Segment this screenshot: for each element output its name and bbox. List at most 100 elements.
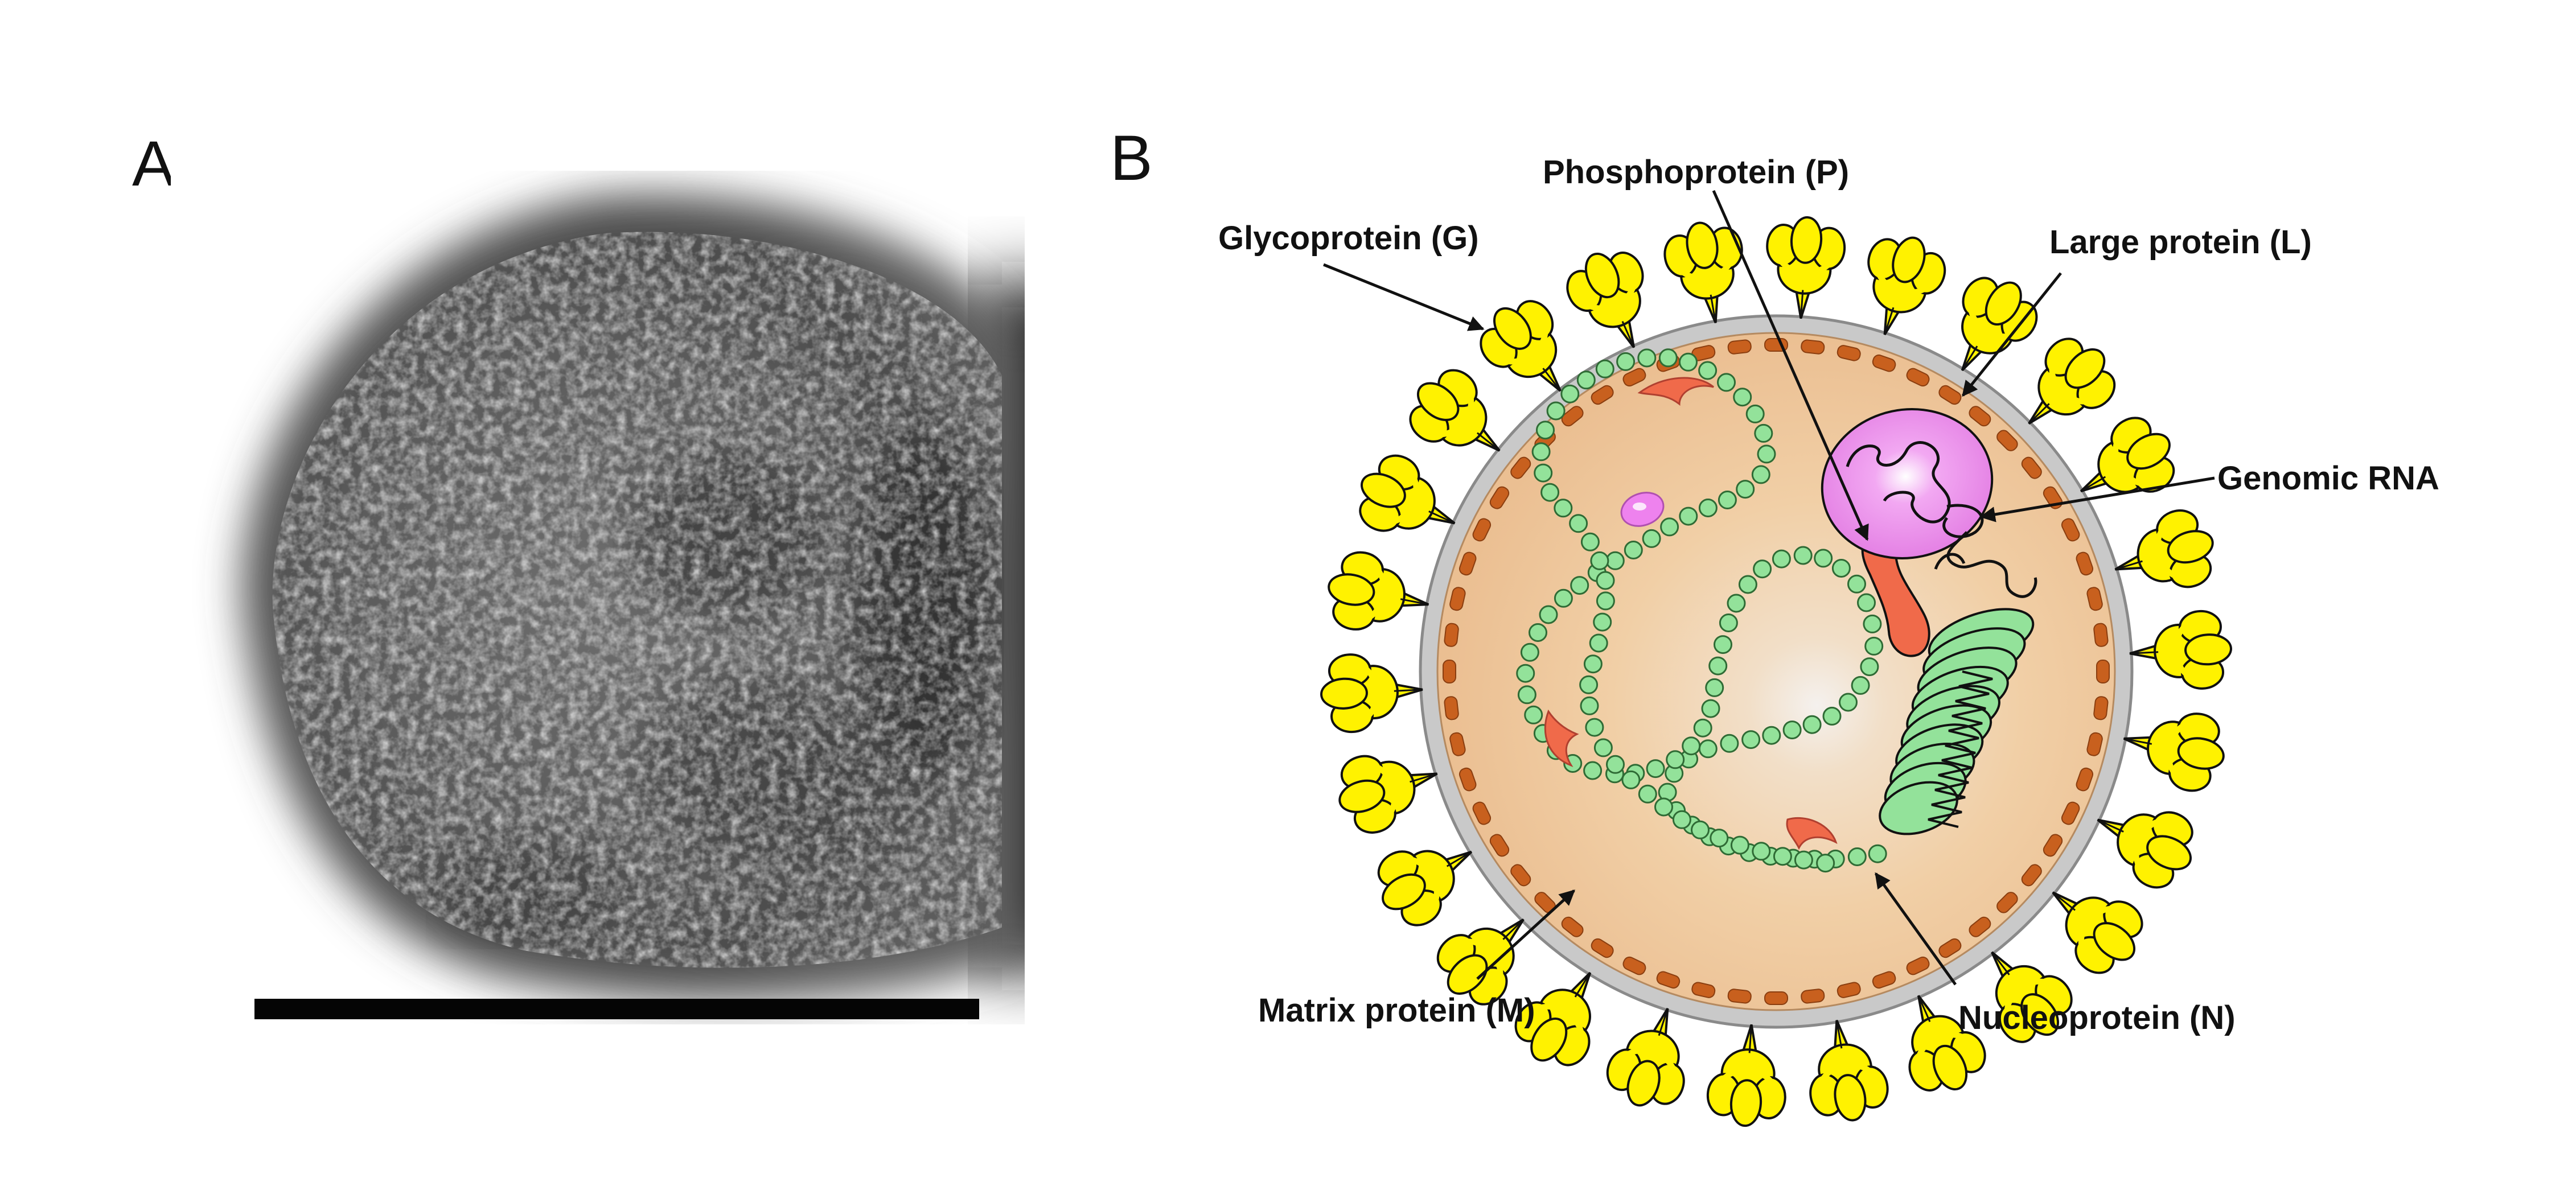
matrix-protein-segment: [1444, 623, 1459, 647]
nucleoprotein-bead: [1593, 738, 1613, 757]
nucleoprotein-bead: [1863, 614, 1882, 633]
matrix-protein-segment: [2061, 801, 2080, 825]
nucleoprotein-bead: [1701, 699, 1720, 718]
nucleoprotein-bead: [1752, 842, 1771, 861]
matrix-protein-segment: [2076, 551, 2094, 576]
matrix-protein-segment: [1449, 732, 1466, 756]
nucleoprotein-bead: [1638, 784, 1657, 804]
matrix-protein-segment: [1969, 406, 1991, 427]
nucleoprotein-bead: [1637, 348, 1657, 368]
nucleoprotein-bead: [1560, 384, 1580, 403]
matrix-protein-segment: [1872, 354, 1896, 372]
nucleoprotein-bead: [1847, 574, 1866, 594]
nucleoprotein-bead: [1802, 715, 1822, 734]
nucleoprotein-bead: [1583, 654, 1603, 674]
nucleoprotein-bead: [1794, 850, 1813, 870]
nucleoprotein-bead: [1736, 480, 1755, 499]
matrix-protein-segment: [2096, 660, 2110, 683]
matrix-protein-segment: [1996, 430, 2018, 451]
nucleoprotein-bead: [1682, 736, 1701, 756]
matrix-protein-segment: [2021, 864, 2042, 887]
nucleoprotein-bead: [1585, 718, 1604, 737]
nucleoprotein-bead: [1782, 720, 1802, 740]
nucleoprotein-bead: [1595, 359, 1614, 378]
nucleoprotein-bead: [1733, 388, 1752, 407]
glycoprotein-spike: [1762, 215, 1847, 321]
nucleoprotein-bead: [1718, 491, 1737, 509]
nucleoprotein-bead: [1679, 506, 1698, 526]
nucleoprotein-bead: [1524, 705, 1543, 724]
nucleoprotein-bead: [1517, 685, 1536, 705]
nucleoprotein-bead: [1730, 835, 1749, 855]
matrix-protein-segment: [1472, 801, 1492, 825]
label-large-protein: Large protein (L): [2049, 224, 2312, 261]
nucleoprotein-bead: [1679, 352, 1698, 372]
glycoprotein-spike: [2117, 701, 2231, 796]
nucleoprotein-bead: [1583, 761, 1603, 780]
nucleoprotein-bead: [1814, 549, 1833, 568]
matrix-protein-segment: [1622, 956, 1646, 975]
nucleoprotein-bead: [1531, 442, 1551, 462]
nucleoprotein-bead: [1593, 612, 1612, 632]
label-glycoprotein: Glycoprotein (G): [1218, 220, 1479, 257]
matrix-protein-segment: [1691, 982, 1716, 998]
nucleoprotein-bead: [1773, 847, 1792, 866]
nucleoprotein-beads: [1516, 348, 1887, 873]
nucleoprotein-bead: [1672, 810, 1691, 829]
matrix-protein-segment: [1837, 982, 1861, 998]
matrix-protein-segment: [2093, 623, 2109, 647]
nucleoprotein-bead: [1698, 739, 1718, 759]
nucleoprotein-bead: [1754, 423, 1773, 443]
glycoprotein-spike: [1798, 1014, 1892, 1127]
nucleoprotein-bead: [1717, 373, 1736, 392]
protein-fragments: [1544, 377, 1838, 850]
matrix-protein-segment: [2043, 834, 2063, 857]
matrix-protein-segment: [1801, 339, 1825, 355]
nucleoprotein-bead: [1520, 643, 1539, 662]
matrix-protein-segment: [1906, 956, 1930, 975]
matrix-protein-segment: [1489, 486, 1510, 509]
nucleoprotein-bead: [1691, 820, 1710, 839]
nucleoprotein-bead: [1589, 633, 1608, 653]
label-phosphoprotein: Phosphoprotein (P): [1543, 154, 1849, 191]
nucleoprotein-bead: [1847, 847, 1867, 866]
large-protein-shape: [1821, 408, 1994, 559]
nucleoprotein-bead: [1540, 483, 1560, 502]
nucleoprotein-bead: [1569, 514, 1588, 533]
nucleoprotein-bead: [1579, 675, 1599, 694]
nucleoprotein-bead: [1658, 348, 1678, 368]
nucleoprotein-bead: [1705, 678, 1724, 697]
nucleoprotein-bead: [1864, 636, 1884, 656]
matrix-protein-segment: [1656, 971, 1681, 989]
nucleoprotein-bead: [1660, 517, 1679, 537]
matrix-protein-segment: [1449, 587, 1466, 611]
matrix-protein-segment: [1443, 660, 1456, 683]
nucleoprotein-bead: [1757, 444, 1776, 464]
nucleoprotein-bead: [1554, 499, 1573, 518]
nucleoprotein-bead: [1745, 404, 1765, 423]
nucleoprotein-bead: [1762, 726, 1781, 745]
nucleoprotein-bead: [1857, 593, 1876, 612]
label-nucleoprotein: Nucleoprotein (N): [1958, 999, 2236, 1036]
nucleoprotein-bead: [1536, 421, 1555, 440]
nucleoprotein-bead: [1605, 551, 1625, 570]
nucleoprotein-bead: [1554, 588, 1573, 608]
matrix-protein-segment: [1458, 767, 1477, 792]
nucleoprotein-bead: [1624, 541, 1643, 559]
nucleoprotein-bead: [1590, 551, 1609, 570]
nucleoprotein-bead: [1698, 499, 1718, 517]
matrix-protein-segment: [1872, 971, 1896, 989]
nucleoprotein-bead: [1646, 759, 1665, 779]
nucleoprotein-bead: [1772, 549, 1791, 569]
matrix-protein-segment: [1938, 385, 1962, 405]
nucleoprotein-bead: [1642, 529, 1661, 548]
matrix-protein-segment: [1444, 696, 1459, 720]
nucleoprotein-bead: [1606, 755, 1625, 774]
matrix-protein-segment: [2076, 767, 2094, 792]
nucleoprotein-bead: [1654, 797, 1673, 817]
glycoprotein-spike: [1320, 651, 1425, 734]
nucleoprotein-bead: [1839, 693, 1858, 712]
panel-letter-b: B: [1110, 122, 1153, 193]
matrix-protein-segment: [1591, 938, 1614, 958]
